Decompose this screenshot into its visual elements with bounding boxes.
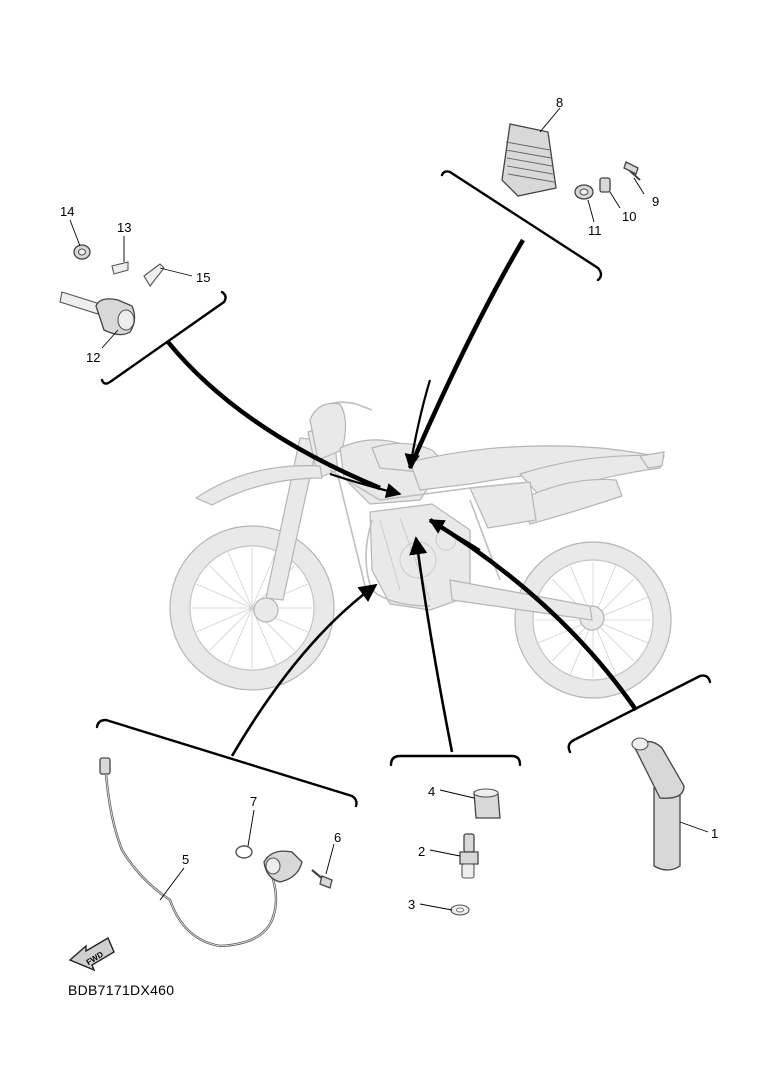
callout-2: 2 [418, 844, 425, 859]
arrow-coil-head [329, 472, 402, 499]
arrow-plug-cap-thick [428, 518, 638, 712]
leader-lines [69, 107, 709, 911]
part-9-bolt [623, 161, 641, 181]
part-5-lead-wire [99, 757, 278, 948]
callout-15: 15 [196, 270, 210, 285]
callout-1: 1 [711, 826, 718, 841]
arrow-coil-thick [166, 340, 381, 491]
swingarm [449, 579, 593, 621]
arrow-ecu-head [404, 379, 432, 470]
frame-down-tube [337, 475, 367, 591]
rear-fender-tip [638, 451, 665, 469]
callout-6: 6 [334, 830, 341, 845]
callout-13: 13 [117, 220, 131, 235]
number-plate [309, 402, 347, 461]
arrow-plug-cap-head [428, 519, 481, 551]
part-6-bolt [311, 869, 333, 889]
diagram-code: BDB7171DX460 [68, 982, 175, 998]
part-11-grommet [574, 184, 594, 200]
callout-8: 8 [556, 95, 563, 110]
part-2-sensor [459, 833, 479, 879]
arrow-wire [230, 583, 378, 757]
callout-7: 7 [250, 794, 257, 809]
callout-14: 14 [60, 204, 74, 219]
callout-5: 5 [182, 852, 189, 867]
bracket-sensor-group [389, 754, 522, 767]
front-hub [253, 597, 279, 623]
part-10-collar [599, 177, 611, 193]
part-5-switch-body [263, 850, 303, 883]
callout-9: 9 [652, 194, 659, 209]
bracket-wire-group [95, 718, 358, 808]
callout-12: 12 [86, 350, 100, 365]
part-4-sensor-cover [473, 788, 501, 819]
arrow-ecu-thick [407, 238, 525, 469]
motorcycle-silhouette [169, 401, 672, 699]
side-cover [469, 481, 537, 529]
bracket-ecu-group [440, 170, 603, 282]
callout-11: 11 [588, 223, 602, 238]
part-14-nut [73, 244, 91, 260]
front-wheel-spokes [192, 548, 312, 668]
muffler [519, 478, 623, 525]
arrow-sensor [409, 536, 454, 753]
part-13-clip [111, 261, 129, 275]
connector-arrows [166, 238, 638, 757]
part-1-spark-plug-cap [631, 737, 685, 871]
part-15-bracket [143, 263, 165, 287]
front-fender [194, 465, 323, 506]
part-7-o-ring [235, 845, 253, 859]
callout-3: 3 [408, 897, 415, 912]
frame-upper [329, 469, 531, 501]
part-8-ecu [501, 123, 557, 197]
bracket-coil-group [100, 290, 227, 385]
part-12-ignition-coil [59, 291, 136, 336]
callout-numbers: 8 9 10 11 14 13 15 12 4 2 3 1 7 6 5 [60, 95, 718, 912]
callout-10: 10 [622, 209, 636, 224]
fwd-arrow-icon: FWD [68, 936, 115, 972]
part-3-gasket [450, 904, 470, 916]
callout-4: 4 [428, 784, 435, 799]
